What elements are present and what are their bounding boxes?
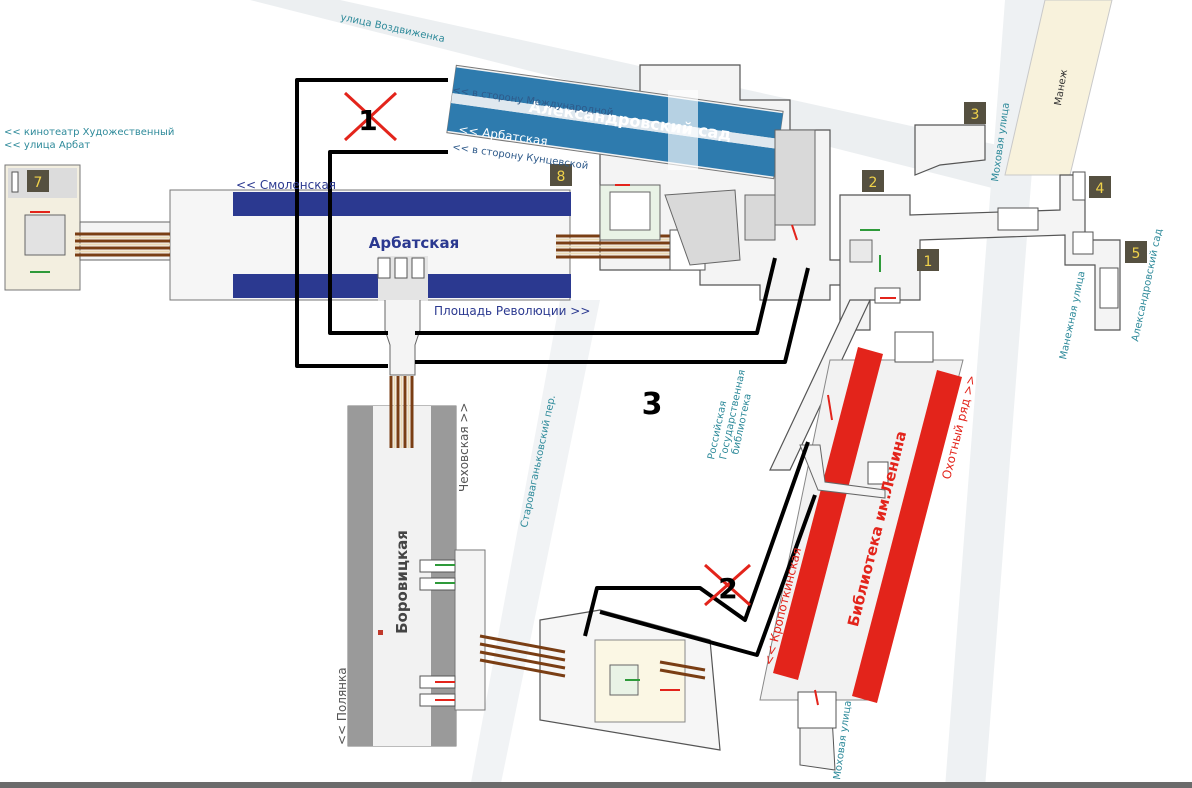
route-outer-right [415,267,810,364]
street-starovagankovsky-band [470,300,600,788]
direction-arrows [30,184,896,706]
borovitskaya-track-right [431,406,456,746]
route-three-number: 3 [642,387,663,422]
exit-3-vestibule [914,124,986,176]
exit-badge-5: 5 [1132,246,1141,262]
borovitskaya-track-left [348,406,373,746]
street-label-kinoteatr: << кинотеатр Художественный [4,127,174,138]
route-two-lower [583,441,810,637]
exit-7-door [11,171,19,193]
station-name-arbatskaya: Арбатская [369,234,459,252]
exit-badge-4: 4 [1096,181,1105,197]
exit-badge-8: 8 [557,169,566,185]
arbatskaya-transfer-neck [384,300,421,376]
exit-badge-1: 1 [924,254,933,270]
borovitskaya-platform [373,406,431,746]
crossed-out-marks [343,91,751,607]
staircases [377,171,1119,729]
direction-chekhovskaya: Чеховская >> [457,403,471,492]
lobby-blocks [599,129,873,696]
route-one-number: 1 [358,104,377,137]
route-inner [328,150,448,335]
exit-7-turnstiles [24,214,66,256]
exit-badges: 7 8 2 3 1 4 5 [27,102,1147,271]
biblioteka-connector [799,444,886,499]
direction-smolenskaya: << Смоленская [236,178,336,192]
street-label-manezhnaya: Манежная улица [1058,270,1087,360]
exit-badge-7: 7 [34,175,43,191]
exit-badge-2: 2 [869,175,878,191]
station-name-borovitskaya: Боровицкая [393,530,411,634]
arbatskaya-track-upper [233,192,571,216]
long-passage [769,299,871,471]
direction-ploshchad-revolyutsii: Площадь Революции >> [434,304,590,318]
route-outer [295,78,448,368]
borovitskaya-side-hall [454,549,486,711]
route-two-upper [599,494,817,657]
borovitskaya-marker [378,630,383,635]
bottom-scrollbar-strip[interactable] [0,782,1192,788]
biblioteka-track-right [852,370,962,703]
direction-polyanka: << Полянка [335,667,349,745]
biblioteka-track-left [773,347,883,680]
route-inner-right [415,257,777,335]
escalators [75,232,712,680]
street-mokhovaya-band [945,0,1045,788]
street-label-arbat: << улица Арбат [4,140,90,151]
route-two-number: 2 [718,572,737,605]
drawn-routes [295,78,817,657]
aleksandrovsky-crosswalk [668,90,698,170]
exit-badge-3: 3 [971,107,980,123]
